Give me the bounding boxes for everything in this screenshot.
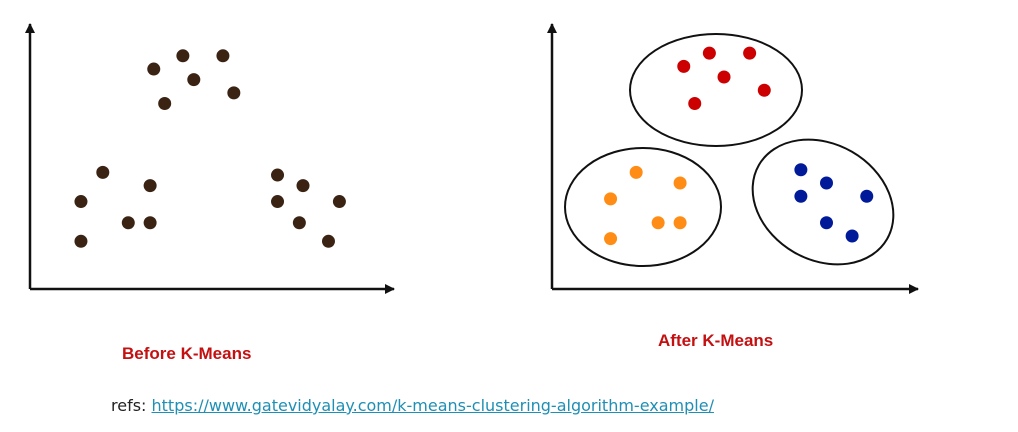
cluster-ellipse-blue bbox=[751, 138, 895, 266]
cluster-ellipse-red bbox=[629, 33, 803, 147]
before-point-s0-11 bbox=[74, 234, 88, 248]
before-point-s0-12 bbox=[271, 168, 285, 182]
before-point-s0-13 bbox=[296, 179, 310, 193]
before-point-s0-6 bbox=[96, 165, 110, 179]
after-point-s2-2 bbox=[794, 189, 808, 203]
after-point-s0-5 bbox=[757, 83, 771, 97]
before-scatter-points bbox=[74, 49, 346, 248]
after-point-s1-2 bbox=[604, 192, 618, 206]
after-scatter-points bbox=[604, 46, 874, 246]
after-point-s0-1 bbox=[702, 46, 716, 60]
after-axes bbox=[547, 23, 919, 294]
after-point-s0-4 bbox=[688, 97, 702, 110]
before-point-s0-9 bbox=[121, 216, 135, 230]
after-point-s2-1 bbox=[820, 176, 833, 190]
after-point-s0-0 bbox=[677, 59, 691, 73]
after-point-s2-3 bbox=[860, 189, 874, 203]
kmeans-diagram bbox=[25, 23, 919, 294]
refs-link[interactable]: https://www.gatevidyalay.com/k-means-clu… bbox=[151, 396, 714, 415]
before-point-s0-4 bbox=[158, 97, 172, 110]
before-point-s0-16 bbox=[292, 216, 306, 230]
after-point-s0-2 bbox=[743, 46, 757, 60]
after-point-s2-0 bbox=[794, 163, 808, 177]
before-point-s0-5 bbox=[227, 86, 241, 100]
cluster-ellipse-orange bbox=[564, 147, 722, 267]
after-point-s1-4 bbox=[673, 216, 687, 230]
before-point-s0-0 bbox=[147, 62, 161, 76]
after-point-s1-3 bbox=[651, 216, 665, 230]
after-point-s2-5 bbox=[845, 229, 859, 243]
before-axes bbox=[25, 23, 395, 294]
before-point-s0-7 bbox=[143, 179, 157, 193]
before-point-s0-17 bbox=[321, 234, 335, 248]
after-point-s1-1 bbox=[673, 176, 687, 190]
after-point-s0-3 bbox=[717, 70, 731, 84]
after-point-s1-0 bbox=[629, 165, 643, 179]
before-point-s0-2 bbox=[216, 49, 230, 63]
after-point-s2-4 bbox=[820, 216, 833, 230]
before-point-s0-8 bbox=[74, 195, 88, 209]
after-kmeans-caption: After K-Means bbox=[658, 331, 774, 350]
before-point-s0-10 bbox=[143, 216, 157, 230]
cluster-boundaries bbox=[564, 33, 895, 267]
after-point-s1-5 bbox=[604, 232, 618, 246]
before-point-s0-3 bbox=[187, 73, 201, 87]
before-point-s0-14 bbox=[271, 195, 285, 209]
before-point-s0-15 bbox=[332, 195, 346, 209]
references-line: refs: https://www.gatevidyalay.com/k-mea… bbox=[111, 396, 714, 415]
before-kmeans-caption: Before K-Means bbox=[122, 344, 252, 363]
refs-label: refs: bbox=[111, 396, 152, 415]
before-point-s0-1 bbox=[176, 49, 190, 63]
